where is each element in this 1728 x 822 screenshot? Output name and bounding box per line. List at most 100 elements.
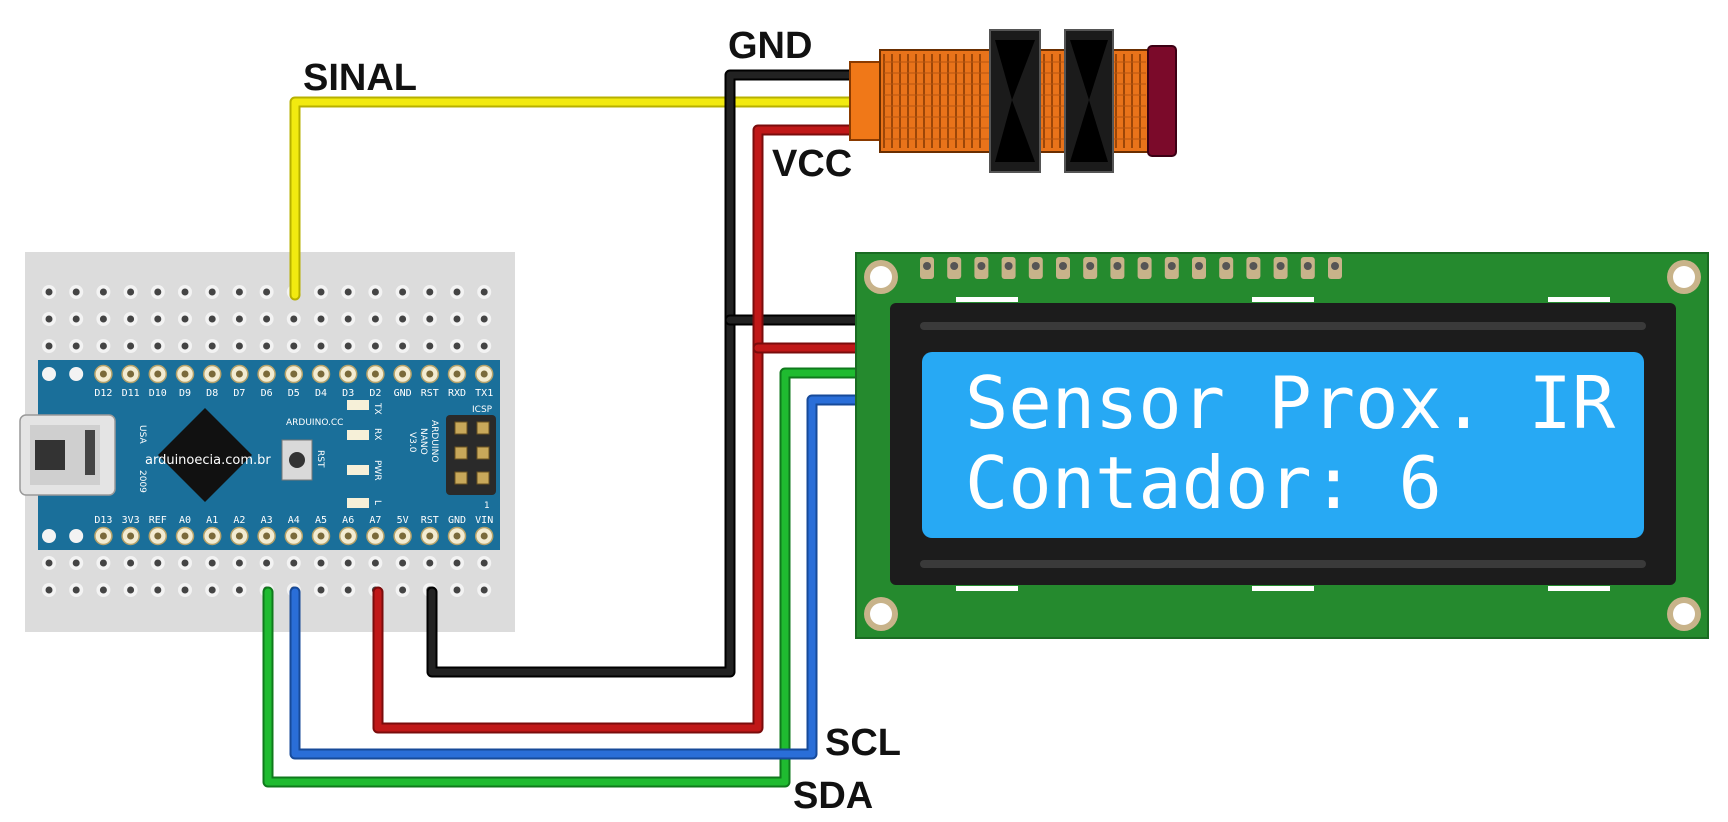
lcd-mount-holes <box>864 260 1701 631</box>
breadboard-hole-center <box>45 342 53 350</box>
breadboard-hole-center <box>317 586 325 594</box>
breadboard-hole-center <box>426 559 434 567</box>
nano-pin-pads <box>42 364 494 546</box>
breadboard-hole-center <box>45 315 53 323</box>
breadboard-hole-center <box>154 559 162 567</box>
breadboard-hole-center <box>45 288 53 296</box>
rst-button-label: RST <box>315 450 325 468</box>
breadboard-hole-center <box>127 288 135 296</box>
nano-top-pin-label: D2 <box>369 388 381 399</box>
nano-top-pin-label: D12 <box>94 388 112 399</box>
breadboard-hole-center <box>127 342 135 350</box>
model-line-1: ARDUINO <box>429 420 439 462</box>
icsp-label: ICSP <box>472 405 493 415</box>
led-label-l: L <box>372 500 382 505</box>
gnd-wire <box>426 69 864 678</box>
breadboard-hole-center <box>399 342 407 350</box>
breadboard-hole-center <box>344 315 352 323</box>
nano-top-pin-label: D7 <box>233 388 245 399</box>
breadboard-hole-center <box>317 315 325 323</box>
breadboard-hole-center <box>263 288 271 296</box>
breadboard-hole-center <box>235 288 243 296</box>
breadboard-hole-center <box>480 288 488 296</box>
breadboard-hole-center <box>127 315 135 323</box>
gnd-wire-label: GND <box>728 25 812 67</box>
nano-pin-pad-hole <box>426 532 434 540</box>
nano-pin-pad-hole <box>371 370 379 378</box>
breadboard-hole-center <box>99 315 107 323</box>
nano-bottom-pin-label: 5V <box>397 515 409 526</box>
breadboard-hole <box>69 367 84 381</box>
status-leds <box>347 400 369 508</box>
sensor-nut-2 <box>1064 29 1114 173</box>
breadboard-hole-center <box>45 586 53 594</box>
icsp-pin <box>476 471 490 485</box>
lcd-header-pin-hole <box>1059 262 1067 270</box>
icsp-header <box>446 415 496 495</box>
nano-top-pin-label: D8 <box>206 388 218 399</box>
nano-pin-pad-hole <box>208 532 216 540</box>
breadboard-hole-center <box>371 315 379 323</box>
credit-text: arduinoecia.com.br <box>145 453 271 468</box>
signal-wire <box>289 96 856 301</box>
breadboard-hole-center <box>290 342 298 350</box>
breadboard-hole-center <box>344 288 352 296</box>
breadboard-hole-center <box>453 315 461 323</box>
breadboard-hole-center <box>99 342 107 350</box>
lcd-header-pin-hole <box>950 262 959 270</box>
model-line-2: NANO <box>418 428 428 455</box>
nano-top-pin-label: TX1 <box>475 388 493 399</box>
icsp-pin <box>476 421 490 435</box>
lcd-header-pin-hole <box>1276 262 1285 270</box>
nano-pin-pad-hole <box>263 370 271 378</box>
lcd-header-pin-hole <box>1303 262 1312 270</box>
breadboard-hole-center <box>480 342 488 350</box>
nano-pin-pad-hole <box>127 532 135 540</box>
sensor-lens <box>1147 45 1177 157</box>
model-line-3: V3.0 <box>407 432 417 453</box>
nano-pin-pad-hole <box>290 370 298 378</box>
breadboard-hole <box>69 529 84 543</box>
nano-pin-pad-hole <box>399 370 407 378</box>
breadboard-hole-center <box>208 288 216 296</box>
breadboard-hole-center <box>317 342 325 350</box>
breadboard-hole-center <box>426 288 434 296</box>
nano-pin-pad-hole <box>154 532 162 540</box>
wires <box>262 69 864 788</box>
breadboard-hole-center <box>72 586 80 594</box>
icsp-pin <box>454 471 468 485</box>
lcd-header-pin-hole <box>1331 262 1339 270</box>
nano-pin-pad-hole <box>317 370 325 378</box>
reset-button <box>281 439 313 481</box>
usb-connector <box>19 414 116 496</box>
microcontroller-chip <box>158 408 252 502</box>
breadboard-hole-center <box>181 288 189 296</box>
nano-bottom-pin-label: A5 <box>315 515 327 526</box>
nano-top-pin-label: D3 <box>342 388 354 399</box>
breadboard-hole-center <box>72 342 80 350</box>
lcd-header-pin-hole <box>1167 262 1176 270</box>
lcd-mount-hole-center <box>1673 266 1695 288</box>
breadboard-hole-center <box>208 342 216 350</box>
lcd-line-2: Contador: 6 <box>965 441 1442 525</box>
icsp-pin <box>476 446 490 460</box>
breadboard-hole-center <box>344 586 352 594</box>
nano-pin-pad-hole <box>453 370 461 378</box>
breadboard-hole <box>42 529 56 543</box>
lcd-mount-hole-center <box>1673 603 1695 625</box>
breadboard-hole-center <box>317 288 325 296</box>
nano-bottom-pin-label: A0 <box>179 515 191 526</box>
breadboard-hole-center <box>99 288 107 296</box>
nano-pin-pad-hole <box>344 532 352 540</box>
nano-pin-pad-hole <box>399 532 407 540</box>
nano-bottom-pin-label: D13 <box>94 515 112 526</box>
lcd-module: Sensor Prox. IR Contador: 6 <box>855 252 1709 639</box>
breadboard-hole-center <box>344 559 352 567</box>
vcc-wire-label: VCC <box>772 143 852 185</box>
lcd-header-pin-hole <box>1086 262 1095 270</box>
breadboard-hole-center <box>99 586 107 594</box>
nano-bottom-pin-label: A1 <box>206 515 218 526</box>
